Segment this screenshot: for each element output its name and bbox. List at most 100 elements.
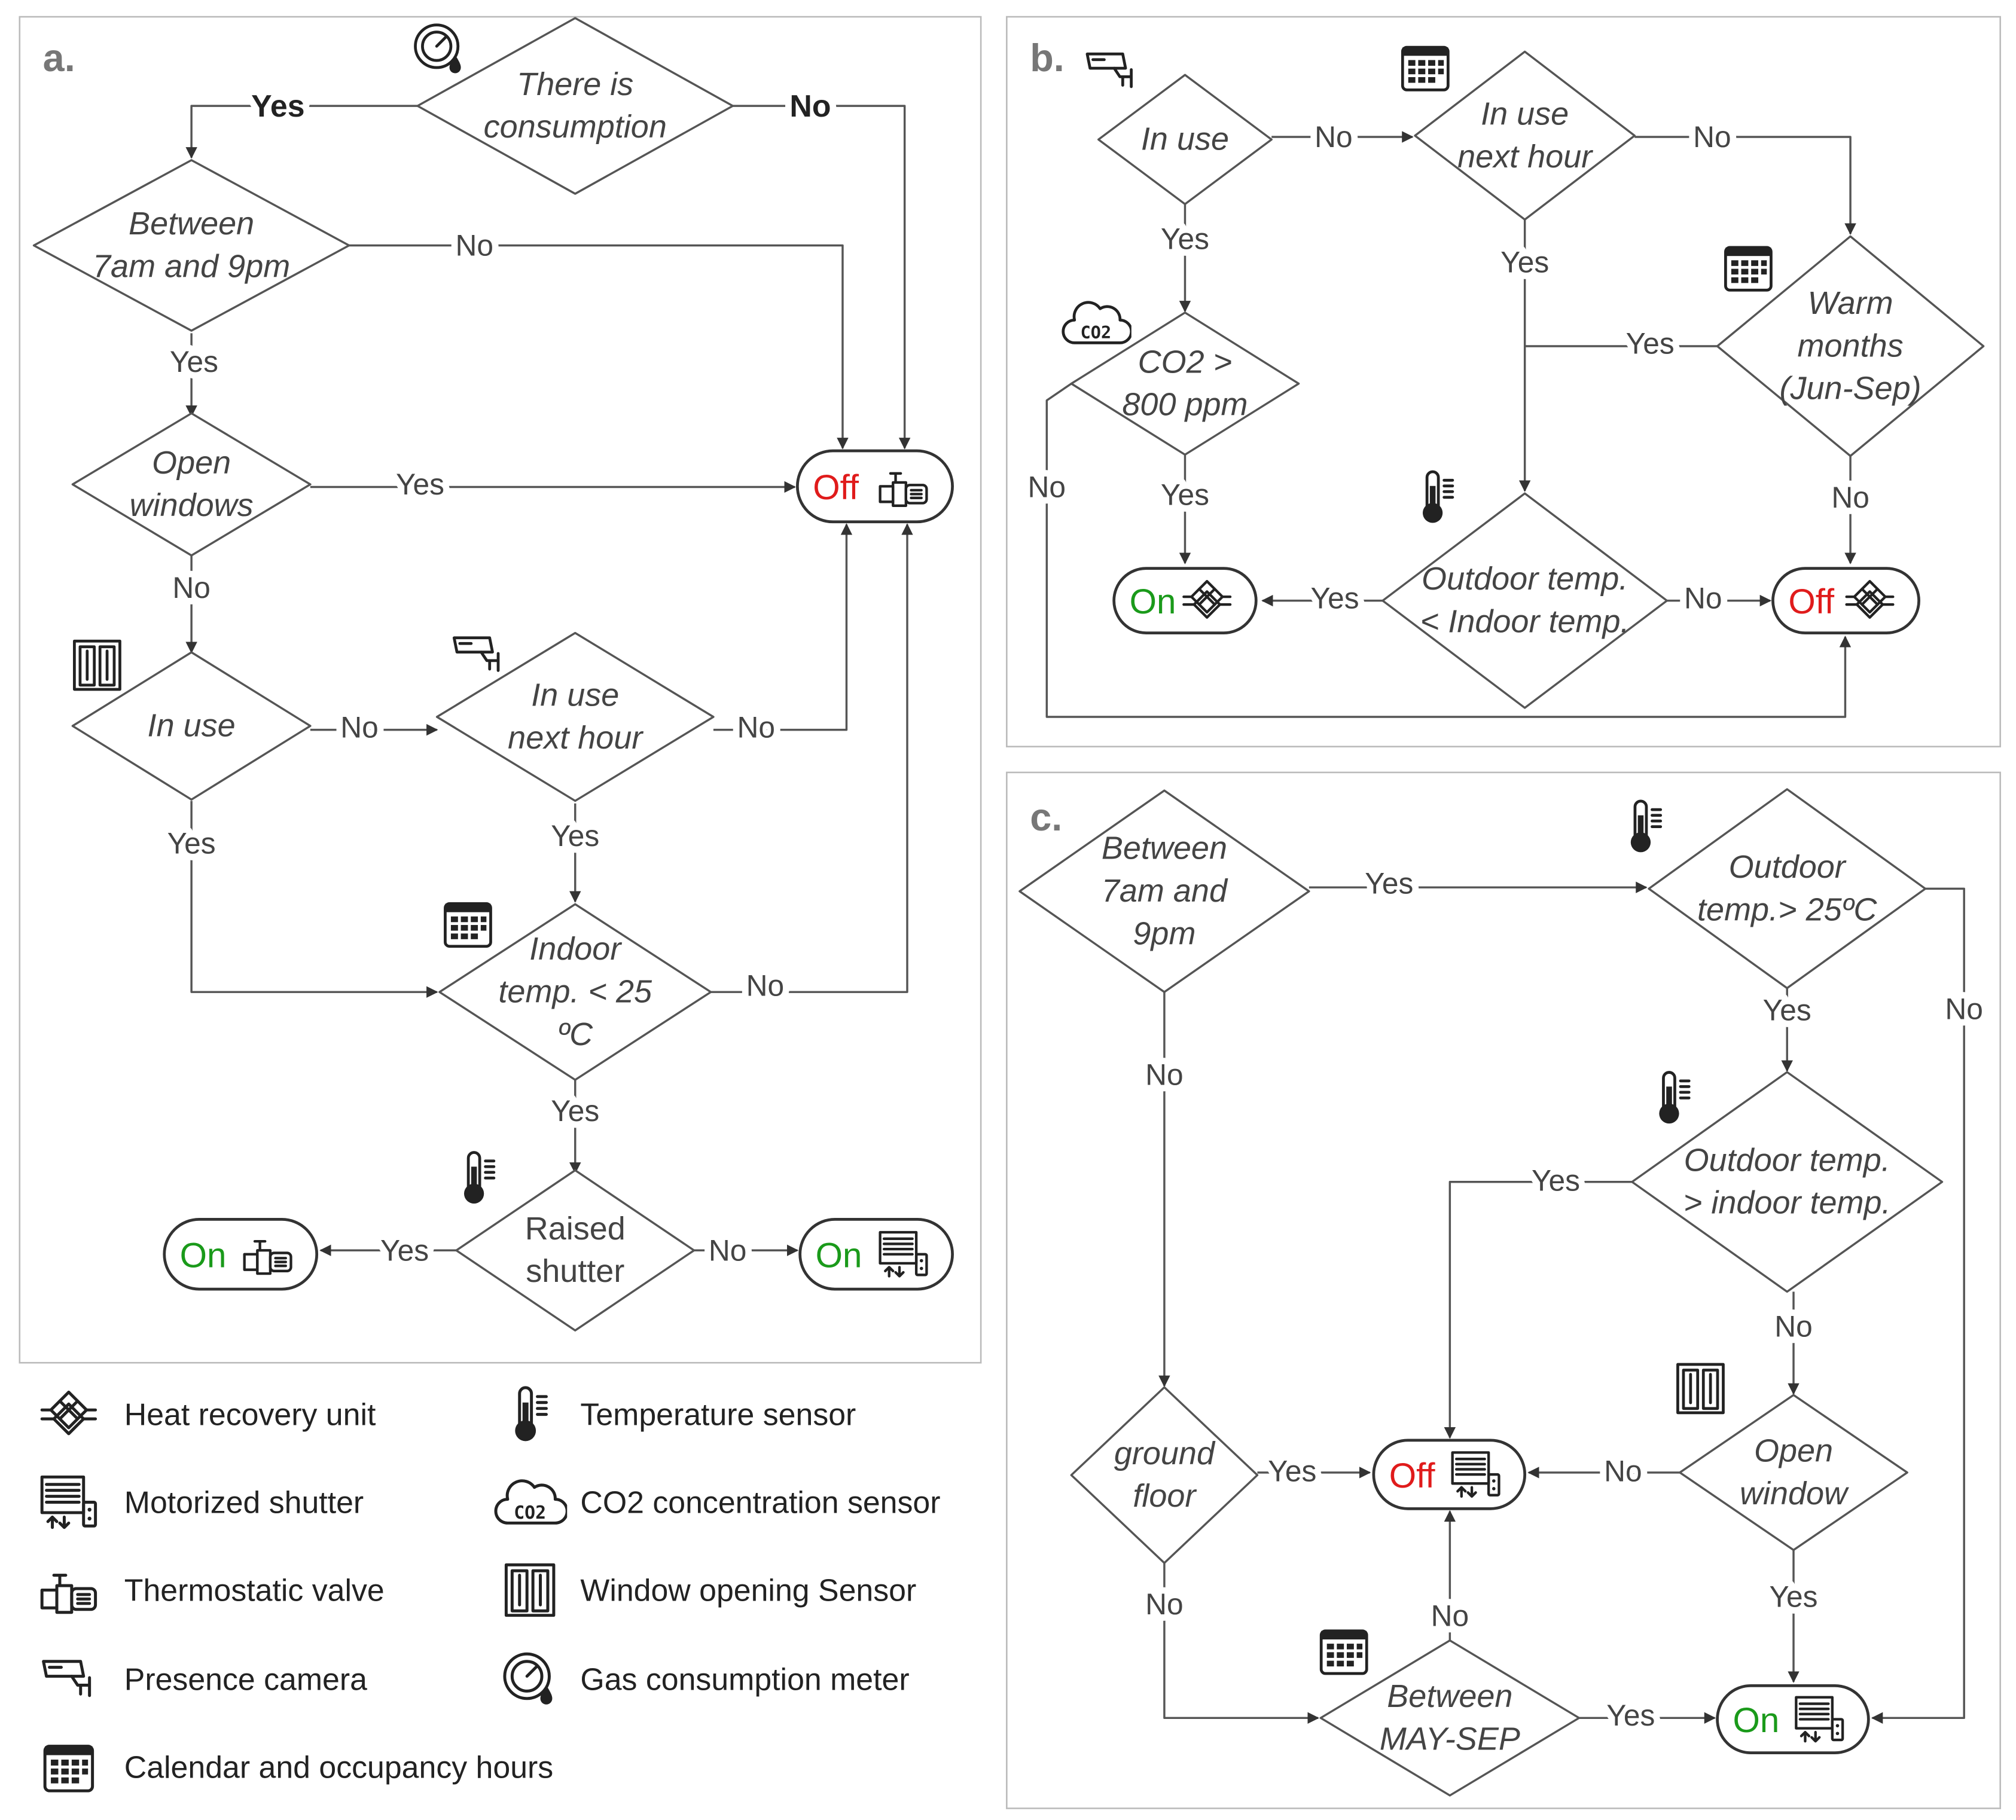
terminal-state: On — [180, 1236, 227, 1275]
edge-label: No — [746, 969, 785, 1002]
decision-diamond — [435, 631, 715, 802]
decision-text: shutter — [526, 1253, 624, 1289]
edge-label: Yes — [1365, 867, 1413, 900]
decision-diamond — [1381, 492, 1669, 709]
decision-diamond — [71, 412, 312, 557]
edge-label: No — [1604, 1455, 1642, 1488]
decision-text: next hour — [1457, 139, 1593, 175]
decision-diamond — [1097, 74, 1273, 206]
edge-label: No — [456, 228, 493, 262]
decision-text: Outdoor temp. — [1684, 1142, 1890, 1178]
decision-text: consumption — [484, 109, 667, 145]
terminal-state: Off — [813, 468, 859, 507]
decision-node: Outdoor temp. > indoor temp. — [1631, 1071, 1944, 1293]
terminal-state: On — [1733, 1701, 1779, 1740]
connector-arrow — [1634, 136, 1856, 235]
decision-text: Open — [152, 445, 231, 481]
legend-label: Thermostatic valve — [124, 1572, 385, 1607]
edge-label: No — [1431, 1599, 1469, 1633]
decision-text: > indoor temp. — [1683, 1185, 1891, 1221]
edge-label: Yes — [167, 827, 216, 860]
edge-label: Yes — [551, 819, 599, 853]
connector-arrow — [733, 105, 911, 450]
decision-text: next hour — [508, 720, 643, 756]
legend-label: Gas consumption meter — [580, 1662, 909, 1697]
terminal-on: On — [163, 1218, 319, 1291]
decision-text: temp. < 25 — [498, 973, 652, 1009]
decision-diamond — [1716, 235, 1985, 457]
connector-arrow — [1045, 383, 1852, 718]
decision-text: window — [1740, 1476, 1849, 1511]
decision-text: ground — [1114, 1436, 1216, 1471]
connector-arrow — [1163, 1563, 1319, 1724]
terminal-pill — [798, 1218, 954, 1291]
terminal-pill — [1771, 567, 1920, 634]
legend-item: Gas consumption meter — [505, 1654, 910, 1704]
decision-text: Open — [1754, 1433, 1833, 1468]
decision-text: Warm — [1808, 285, 1893, 321]
connectors — [185, 105, 913, 1256]
edge-label: No — [737, 710, 775, 744]
terminal-pill — [1112, 567, 1258, 634]
gas-consumption-meter-icon — [505, 1654, 553, 1704]
panel-label: c. — [1030, 795, 1062, 839]
decision-text: Between — [129, 206, 254, 242]
decision-text: 7am and 9pm — [93, 248, 290, 284]
edge-label: No — [789, 88, 831, 123]
decision-diamond — [32, 159, 350, 332]
edge-label: Yes — [1268, 1455, 1316, 1488]
edge-label: Yes — [170, 345, 218, 378]
terminal-pill — [1372, 1439, 1527, 1510]
decision-text: Between — [1102, 830, 1227, 866]
legend-item: CO2 concentration sensor — [496, 1481, 941, 1523]
decision-diamond — [1631, 1071, 1944, 1293]
decision-diamond — [1414, 50, 1636, 221]
decision-node: Between 7am and 9pm — [32, 159, 350, 332]
legend-item: Thermostatic valve — [42, 1572, 385, 1612]
terminal-state: On — [1130, 582, 1176, 621]
edge-label: Yes — [380, 1233, 429, 1267]
decision-diamond — [1070, 1386, 1259, 1564]
edge-label: No — [1314, 120, 1353, 154]
legend-label: CO2 concentration sensor — [580, 1485, 940, 1520]
decision-node: In use — [71, 638, 498, 801]
edge-label: No — [709, 1233, 747, 1267]
decision-text: CO2 > — [1138, 344, 1233, 380]
legend-item: Heat recovery unit — [42, 1392, 376, 1434]
decision-text: < Indoor temp. — [1420, 604, 1630, 640]
edge-label: Yes — [1500, 246, 1549, 279]
terminal-off: Off — [1771, 567, 1920, 634]
temperature-sensor-icon — [515, 1388, 546, 1441]
panel-label: a. — [43, 36, 75, 80]
terminal-off: Off — [795, 449, 954, 524]
decision-diamond — [416, 17, 734, 195]
decision-text: Raised — [525, 1211, 626, 1247]
connectors — [1158, 881, 1965, 1724]
legend-label: Presence camera — [124, 1662, 367, 1697]
connector-arrow — [1871, 887, 1965, 1724]
decision-text: floor — [1133, 1478, 1197, 1514]
edge-label: No — [1693, 120, 1731, 154]
presence-camera-icon — [44, 1662, 90, 1696]
decision-node: Raised shutter — [455, 1169, 696, 1332]
decision-text: In use — [1141, 121, 1229, 157]
decision-text: 800 ppm — [1122, 387, 1248, 423]
edge-label: No — [1945, 992, 1983, 1025]
decision-diamond — [1319, 1639, 1581, 1797]
edge-label: No — [1145, 1587, 1184, 1621]
edge-label: No — [340, 710, 379, 744]
decision-text: Indoor — [529, 931, 622, 967]
decision-node: Outdoor temp.< Indoor temp. — [1381, 472, 1669, 709]
connector-arrow — [713, 523, 853, 731]
edge-label: No — [1774, 1310, 1813, 1343]
decision-node: Open window — [1678, 1364, 1908, 1552]
decision-text: (Jun-Sep) — [1780, 371, 1922, 407]
